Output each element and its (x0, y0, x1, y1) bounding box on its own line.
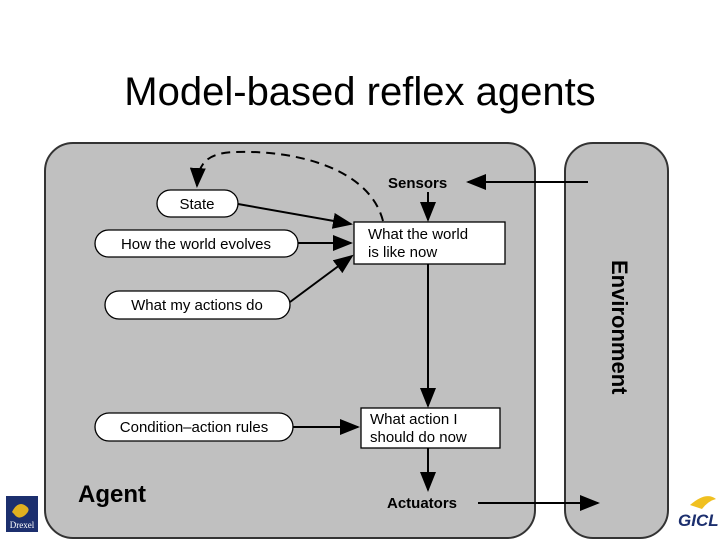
drexel-logo: Drexel (6, 496, 38, 532)
world-now-line1: What the world (368, 226, 468, 243)
world-now-box (353, 221, 506, 265)
state-to-world-arrow (237, 203, 353, 229)
slide-title: Model-based reflex agents (124, 70, 596, 114)
environment-label: Environment (607, 260, 632, 395)
sensors-label: Sensors (388, 175, 447, 192)
action-now-box (360, 407, 501, 449)
rules-label: Condition–action rules (120, 419, 268, 436)
state-node (156, 189, 239, 218)
actions-do-node (104, 290, 291, 320)
agent-label: Agent (78, 481, 146, 508)
world-evolves-label: How the world evolves (121, 236, 271, 253)
state-label: State (179, 196, 214, 213)
agent-panel (44, 142, 536, 539)
actions-to-world-arrow (289, 254, 354, 303)
action-now-line1: What action I (370, 411, 458, 428)
environment-panel (564, 142, 669, 539)
actuators-label: Actuators (387, 495, 457, 512)
svg-text:GICL: GICL (678, 511, 719, 530)
actions-do-label: What my actions do (131, 297, 263, 314)
svg-text:Drexel: Drexel (10, 520, 35, 530)
gicl-logo: GICL (678, 496, 719, 530)
world-to-state-dashed-arrow (189, 150, 384, 222)
world-now-line2: is like now (368, 244, 437, 261)
action-now-line2: should do now (370, 429, 467, 446)
